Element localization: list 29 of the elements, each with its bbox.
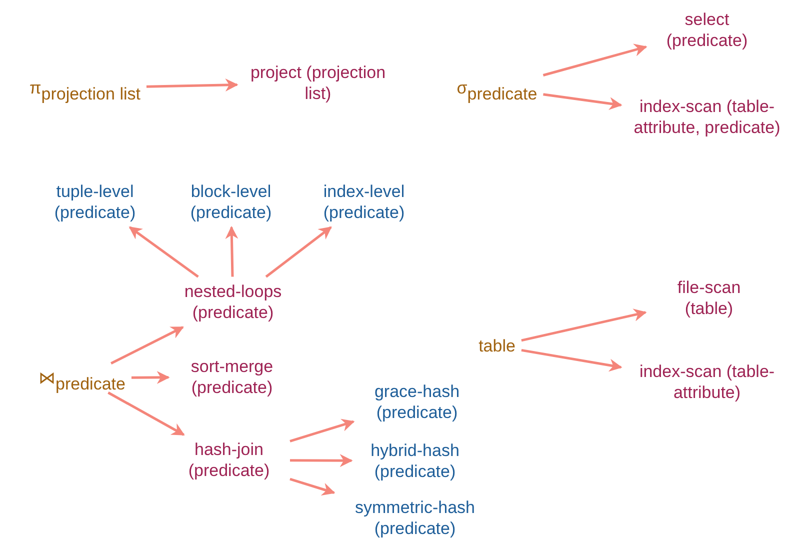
- arrow: [108, 392, 185, 436]
- arrow: [542, 44, 648, 76]
- arrow: [290, 454, 353, 468]
- arrow: [128, 226, 199, 278]
- arrow: [225, 226, 238, 277]
- operator-label: symmetric-hash (predicate): [332, 496, 498, 540]
- operator-label: select (predicate): [652, 8, 762, 52]
- operator-label: project (projection list): [243, 62, 393, 104]
- operator-label: block-level (predicate): [174, 180, 288, 224]
- operator-label: index-scan (table-attribute, predicate): [627, 96, 787, 138]
- operator-label: grace-hash (predicate): [360, 380, 474, 424]
- operator-label: hash-join (predicate): [174, 438, 284, 482]
- arrow: [110, 326, 184, 364]
- operator-label: table: [478, 335, 516, 357]
- arrow: [521, 348, 622, 372]
- arrow: [521, 308, 647, 342]
- arrow: [146, 78, 238, 92]
- operator-label: file-scan (table): [652, 276, 766, 320]
- arrow: [290, 418, 355, 442]
- arrow: [265, 226, 332, 278]
- arrow: [131, 371, 170, 384]
- operator-label: hybrid-hash (predicate): [358, 440, 472, 482]
- operator-label: sort-merge (predicate): [174, 356, 290, 398]
- arrow: [543, 93, 622, 110]
- operator-label: index-level (predicate): [306, 180, 422, 224]
- arrow: [290, 478, 336, 496]
- operator-label: tuple-level (predicate): [38, 180, 152, 224]
- operator-label: nested-loops (predicate): [170, 280, 296, 324]
- operator-label: index-scan (table-attribute): [627, 360, 787, 404]
